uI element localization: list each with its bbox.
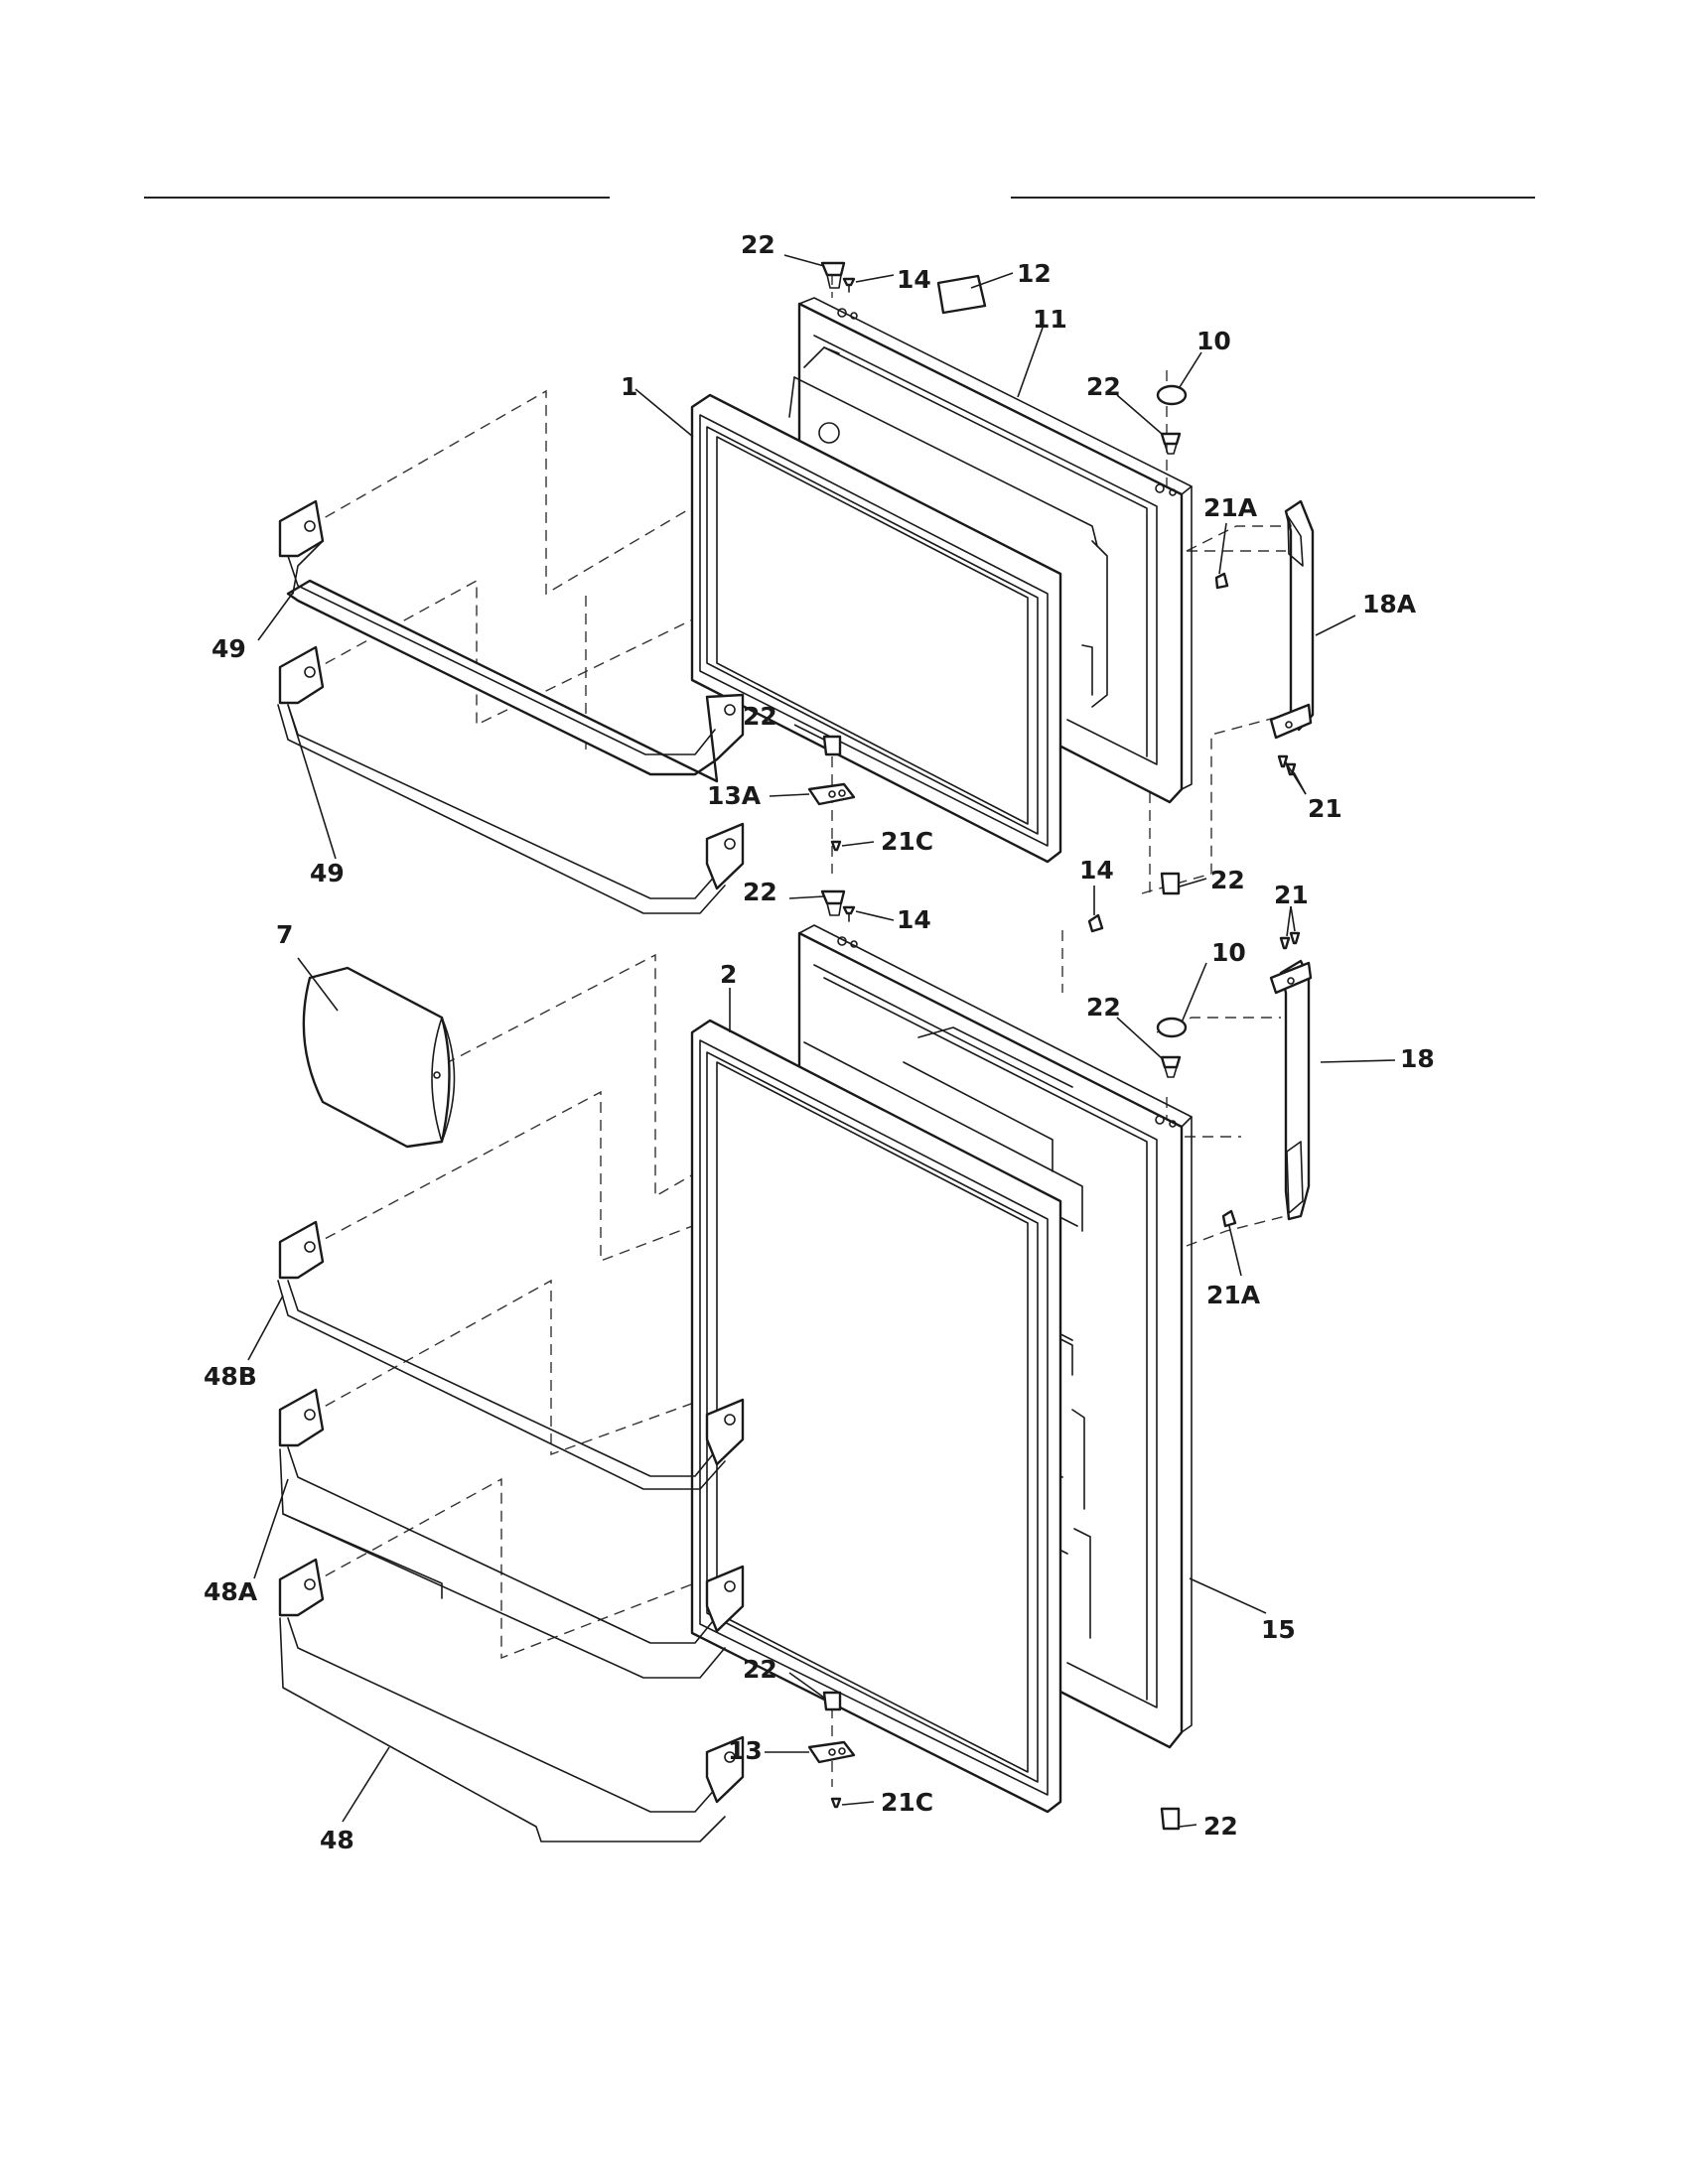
label-21: 21 [1308, 794, 1342, 823]
label-22: 22 [741, 230, 775, 259]
label-13A: 13A [707, 781, 762, 810]
label-22: 22 [743, 702, 777, 731]
freezer-gasket-1 [690, 393, 1062, 864]
label-22: 22 [1210, 866, 1245, 894]
hinge-pin-22c [822, 735, 842, 756]
label-48B: 48B [204, 1362, 257, 1391]
hinge-pin-22d [1160, 872, 1181, 895]
label-22: 22 [1086, 372, 1121, 401]
freezer-handle-18A [1269, 499, 1315, 740]
label-21A: 21A [1203, 493, 1258, 522]
hinge-pin-22b [1160, 432, 1182, 446]
hinge-13A [807, 782, 856, 806]
label-14: 14 [897, 265, 931, 294]
label-10: 10 [1211, 938, 1246, 967]
fresh-food-gasket-2 [690, 1019, 1062, 1814]
shelf-48A [278, 1388, 745, 1679]
label-18: 18 [1400, 1044, 1435, 1073]
label-48A: 48A [204, 1577, 258, 1606]
leader-lines [247, 254, 1396, 1828]
label-14: 14 [1079, 856, 1114, 885]
callout-labels: 22 14 12 11 10 22 1 21A 18A 49 22 13A 21… [204, 230, 1435, 1854]
screw-14 [842, 277, 856, 287]
hole-plug-12 [936, 274, 987, 315]
label-15: 15 [1261, 1615, 1296, 1644]
hinge-pin-22 [820, 261, 846, 277]
label-11: 11 [1033, 305, 1067, 334]
screw-21C [830, 840, 842, 852]
freezer-hardware [807, 261, 1297, 895]
shelf-48B [277, 1220, 745, 1490]
label-22: 22 [1086, 993, 1121, 1022]
label-48: 48 [320, 1826, 354, 1854]
label-21A: 21A [1206, 1281, 1261, 1309]
fresh-food-hardware [807, 889, 1301, 1831]
label-49: 49 [310, 859, 345, 887]
label-14: 14 [897, 905, 931, 934]
label-2: 2 [720, 960, 737, 989]
label-12: 12 [1017, 259, 1052, 288]
label-7: 7 [276, 920, 293, 949]
label-22: 22 [743, 878, 777, 906]
label-22: 22 [743, 1655, 777, 1684]
freezer-shelf-49-top [278, 499, 745, 783]
label-1: 1 [621, 372, 637, 401]
fresh-food-handle-18 [1269, 959, 1313, 1221]
label-22: 22 [1203, 1812, 1238, 1841]
label-18A: 18A [1362, 590, 1417, 618]
hole-cap-10 [1156, 384, 1188, 406]
label-49: 49 [211, 634, 246, 663]
label-10: 10 [1196, 327, 1231, 355]
shelf-48 [278, 1558, 745, 1843]
label-21C: 21C [881, 1788, 933, 1817]
plug-21A [1214, 572, 1229, 590]
screws-21 [1277, 754, 1289, 768]
label-21C: 21C [881, 827, 933, 856]
label-21: 21 [1274, 881, 1309, 909]
label-13: 13 [728, 1736, 763, 1765]
butter-door-7 [302, 966, 456, 1149]
